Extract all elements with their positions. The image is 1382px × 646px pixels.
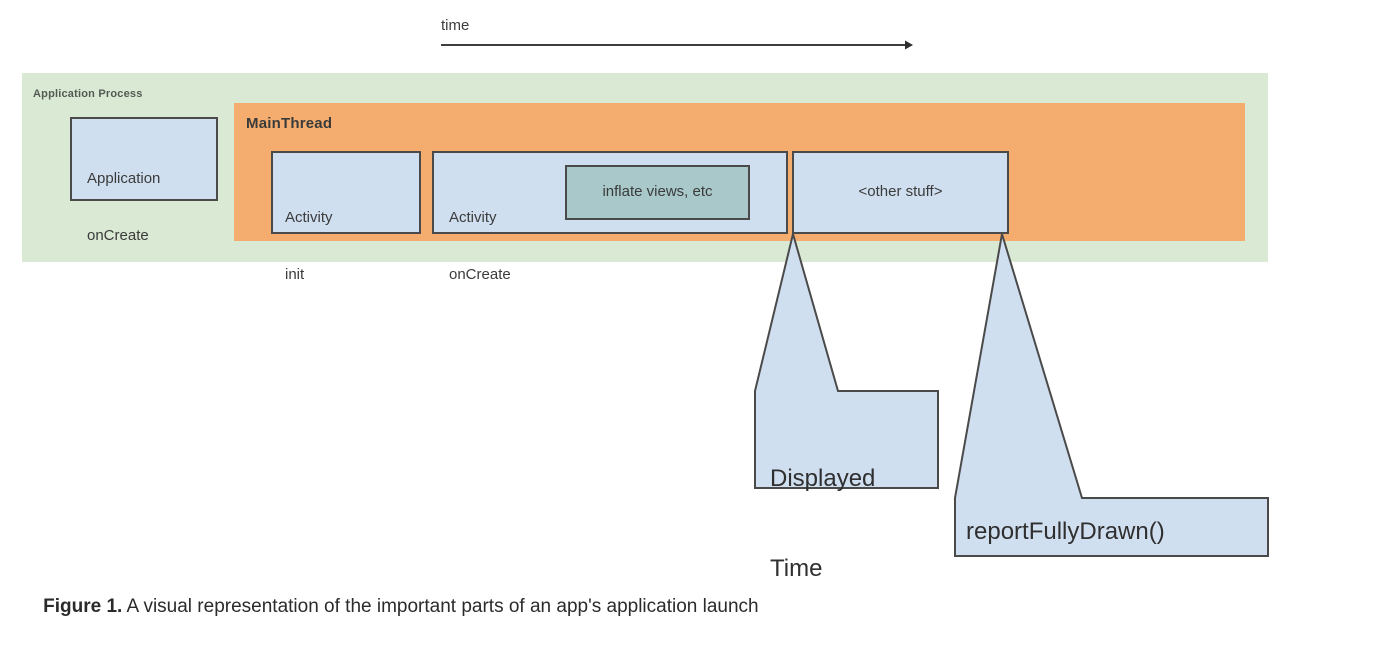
figure-caption-prefix: Figure 1.	[43, 596, 123, 617]
time-axis-arrowhead	[905, 40, 913, 50]
inflate-views-box	[565, 165, 750, 220]
other-stuff-box	[792, 151, 1009, 234]
displayed-time-callout	[754, 230, 939, 489]
application-oncreate-box	[70, 117, 218, 201]
launch-timeline-diagram	[22, 40, 1269, 557]
time-axis	[441, 40, 913, 50]
figure-caption-text: A visual representation of the important…	[122, 596, 759, 617]
figure-canvas: time Application Process MainThread Appl…	[22, 17, 1269, 617]
report-fully-drawn-callout	[954, 233, 1269, 557]
activity-init-box	[271, 151, 421, 234]
